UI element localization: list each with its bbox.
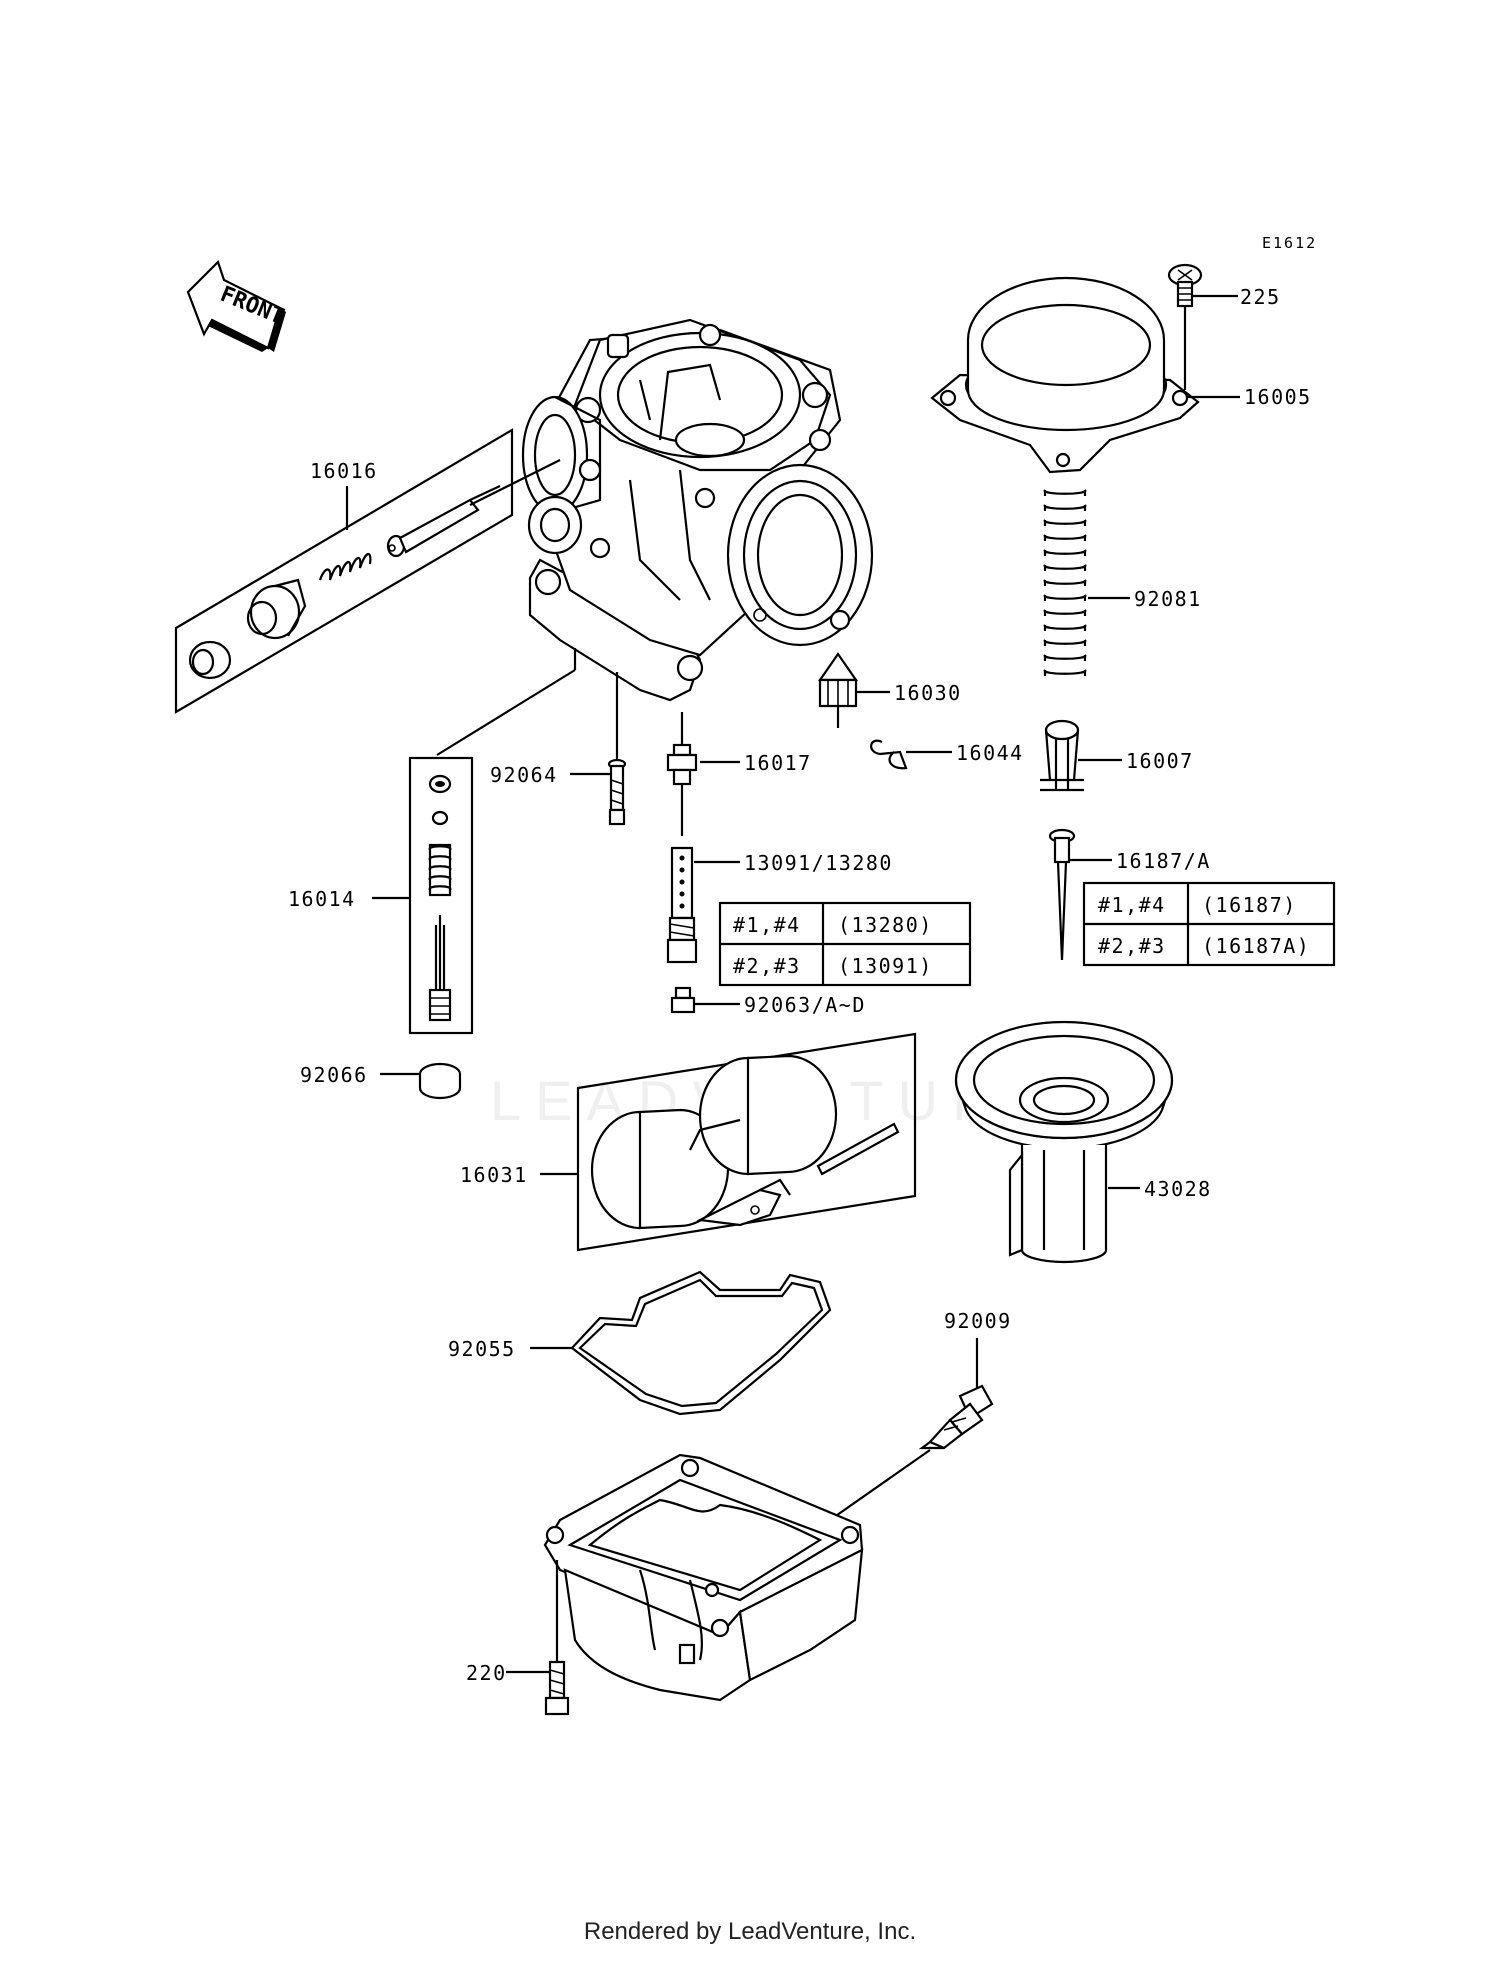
part-label-43028: 43028 [1144,1177,1212,1201]
part-label-16014: 16014 [288,887,356,911]
needle-holder-16007-drawing [1040,719,1122,792]
vacuum-piston-43028-drawing [954,1020,1174,1264]
cap-92066-drawing [380,1062,462,1100]
needle-table-row2-cyl: #2,#3 [1098,934,1166,958]
part-label-220: 220 [466,1661,507,1685]
holder-16017-drawing [666,712,740,836]
top-cover-16005-drawing [930,276,1240,474]
float-valve-16030-drawing [817,652,890,728]
needle-jet-13091-drawing [666,846,740,964]
screw-225-drawing [1167,263,1238,308]
clip-16044-drawing [870,739,952,770]
kit-box-16014-drawing [372,756,474,1035]
screw-92009-drawing [829,1338,994,1521]
part-label-13091-13280: 13091/13280 [744,851,893,875]
needle-table-row1-part: (16187) [1202,893,1297,917]
front-arrow-icon: FRONT [186,259,287,352]
part-label-92063: 92063/A~D [744,993,866,1017]
part-label-92055: 92055 [448,1337,516,1361]
jet-table-row2-cyl: #2,#3 [733,954,801,978]
screw-220-drawing [506,1560,570,1716]
jet-table-row1-cyl: #1,#4 [733,913,801,937]
part-label-16007: 16007 [1126,749,1194,773]
gasket-92055-drawing [530,1270,832,1416]
needle-table: #1,#4 (16187) #2,#3 (16187A) [1082,881,1336,967]
part-label-16044: 16044 [956,741,1024,765]
jet-needle-16187-drawing [1048,828,1112,961]
screw-92064-drawing [570,672,627,826]
kit-box-16016-drawing [174,428,561,714]
jet-table: #1,#4 (13280) #2,#3 (13091) [718,901,972,987]
part-label-16031: 16031 [460,1163,528,1187]
part-label-92064: 92064 [490,763,558,787]
part-label-16030: 16030 [894,681,962,705]
part-label-92081: 92081 [1134,587,1202,611]
float-kit-16031-drawing [540,1032,917,1252]
jet-table-row1-part: (13280) [838,913,933,937]
needle-table-row1-cyl: #1,#4 [1098,893,1166,917]
part-label-16005: 16005 [1244,385,1312,409]
main-jet-92063-drawing [670,986,740,1014]
part-label-16016: 16016 [310,459,378,483]
part-label-92066: 92066 [300,1063,368,1087]
part-label-92009: 92009 [944,1309,1012,1333]
needle-table-row2-part: (16187A) [1202,934,1310,958]
jet-table-row2-part: (13091) [838,954,933,978]
float-bowl-drawing [543,1453,864,1702]
spring-92081-drawing [1043,488,1130,680]
diagram-code: E1612 [1262,234,1317,252]
part-label-16017: 16017 [744,751,812,775]
part-label-16187: 16187/A [1116,849,1211,873]
carburetor-body-drawing [521,318,874,702]
part-label-225: 225 [1240,285,1281,309]
footer-credit: Rendered by LeadVenture, Inc. [583,1918,917,1945]
